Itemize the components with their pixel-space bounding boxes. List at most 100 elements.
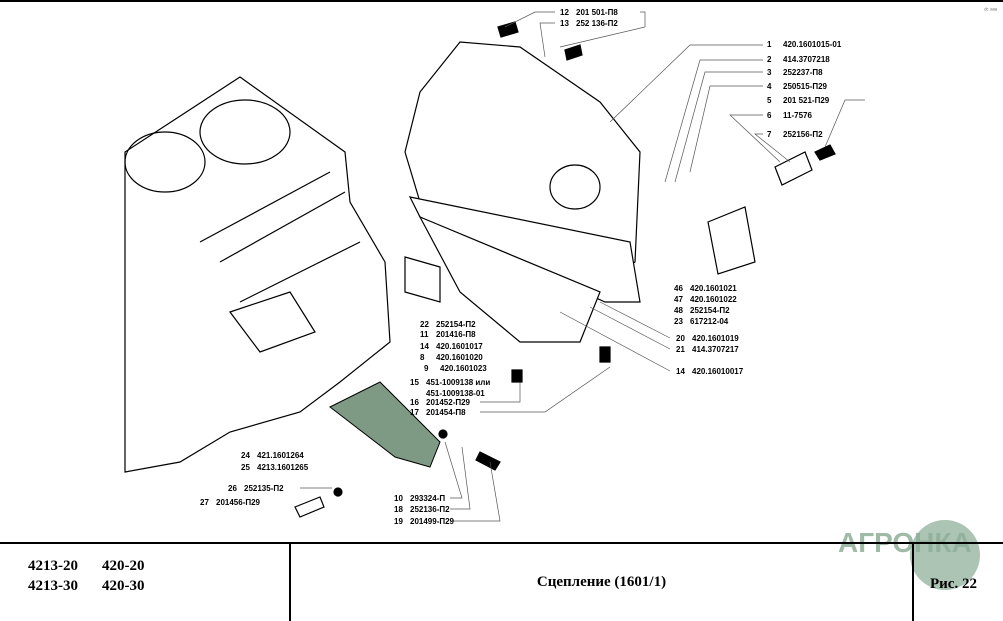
figure-number: Рис. 22 xyxy=(930,576,977,592)
cylinder-bore xyxy=(199,99,291,165)
callout-label: 3 252237-П8 xyxy=(767,68,823,77)
clutch-housing xyxy=(404,41,641,283)
plates xyxy=(404,256,441,303)
part-number: 201 521-П29 xyxy=(783,96,830,105)
callout-number: 27 xyxy=(200,498,209,507)
sheet-title: Сцепление (1601/1) xyxy=(536,574,667,590)
callout-number: 10 xyxy=(394,494,403,503)
callout-label: 22 252154-П2 xyxy=(420,320,476,329)
callout-label: 17 201454-П8 xyxy=(410,408,466,417)
callout-label: 451-1009138-01 xyxy=(410,389,485,398)
part-number: 451-1009138 или xyxy=(426,378,491,387)
part-number: 414.3707218 xyxy=(783,55,830,64)
part-number: 451-1009138-01 xyxy=(426,389,485,398)
callout-number: 6 xyxy=(767,111,772,120)
part-number: 420.1601019 xyxy=(692,334,739,343)
callout-number: 20 xyxy=(676,334,685,343)
part-number: 420.1601020 xyxy=(436,353,483,362)
callout-label: 24 421.1601264 xyxy=(241,451,304,460)
callout-number: 4 xyxy=(767,82,772,91)
callout-label: 27 201456-П29 xyxy=(200,498,260,507)
part-number: 11-7576 xyxy=(783,111,812,120)
callout-label: 5 201 521-П29 xyxy=(767,96,829,105)
callout-number: 2 xyxy=(767,55,772,64)
callout-number: 18 xyxy=(394,505,403,514)
callout-label: 2 414.3707218 xyxy=(767,55,830,64)
engine-model: 4213-20 xyxy=(28,558,78,574)
callout-label: 16 201452-П29 xyxy=(410,398,470,407)
callout-label: 4 250515-П29 xyxy=(767,82,827,91)
bolt xyxy=(475,451,501,471)
watermark-logo-circle xyxy=(910,520,980,590)
callout-number: 16 xyxy=(410,398,419,407)
part-number: 201 501-П8 xyxy=(576,8,618,17)
callout-number: 1 xyxy=(767,40,772,49)
part-number: 252156-П2 xyxy=(783,130,823,139)
part-number: 414.3707217 xyxy=(692,345,739,354)
callout-label: 20 420.1601019 xyxy=(676,334,739,343)
exploded-view-drawing xyxy=(124,11,865,522)
callout-number: 3 xyxy=(767,68,772,77)
washer xyxy=(438,429,448,439)
callout-label: 12 201 501-П8 xyxy=(560,8,618,17)
engine-model: 420-30 xyxy=(102,578,145,594)
part-number: 421.1601264 xyxy=(257,451,304,460)
pin xyxy=(774,151,813,186)
bolt xyxy=(814,144,836,161)
part-number: 201454-П8 xyxy=(426,408,466,417)
bolt xyxy=(497,21,519,38)
callout-number: 5 xyxy=(767,96,772,105)
part-number: 201452-П29 xyxy=(426,398,471,407)
part-number: 420.16010017 xyxy=(692,367,744,376)
housing-gasket xyxy=(408,196,641,303)
callout-number: 22 xyxy=(420,320,429,329)
part-number: 252 136-П2 xyxy=(576,19,618,28)
callout-number: 23 xyxy=(674,317,683,326)
part-number: 420.1601015-01 xyxy=(783,40,842,49)
callout-number: 12 xyxy=(560,8,569,17)
part-number: 252237-П8 xyxy=(783,68,823,77)
part-number: 250515-П29 xyxy=(783,82,828,91)
callout-number: 15 xyxy=(410,378,419,387)
part-number: 201456-П29 xyxy=(216,498,261,507)
callout-number: 17 xyxy=(410,408,419,417)
part-number: 420.1601021 xyxy=(690,284,737,293)
callout-label: 8 420.1601020 xyxy=(420,353,483,362)
cylinder-bore xyxy=(124,131,206,193)
part-number: 420.1601022 xyxy=(690,295,737,304)
callout-label: 6 11-7576 xyxy=(767,111,812,120)
callout-number: 24 xyxy=(241,451,250,460)
part-number: 252154-П2 xyxy=(436,320,476,329)
bolt xyxy=(511,369,523,383)
bolt xyxy=(564,44,583,61)
callout-label: 7 252156-П2 xyxy=(767,130,823,139)
callout-label: 10 293324-П xyxy=(394,494,445,503)
callout-number: 11 xyxy=(420,330,429,339)
callout-number: 7 xyxy=(767,130,772,139)
part-number: 201499-П29 xyxy=(410,517,455,526)
bolt xyxy=(599,346,611,363)
part-number: 4213.1601265 xyxy=(257,463,309,472)
callout-number: 48 xyxy=(674,306,683,315)
callout-number: 8 xyxy=(420,353,425,362)
callout-number: 19 xyxy=(394,517,403,526)
callout-number: 14 xyxy=(420,342,429,351)
divider xyxy=(912,544,914,621)
part-number: 617212-04 xyxy=(690,317,729,326)
housing-bore xyxy=(549,164,601,210)
part-number: 293324-П xyxy=(410,494,446,503)
